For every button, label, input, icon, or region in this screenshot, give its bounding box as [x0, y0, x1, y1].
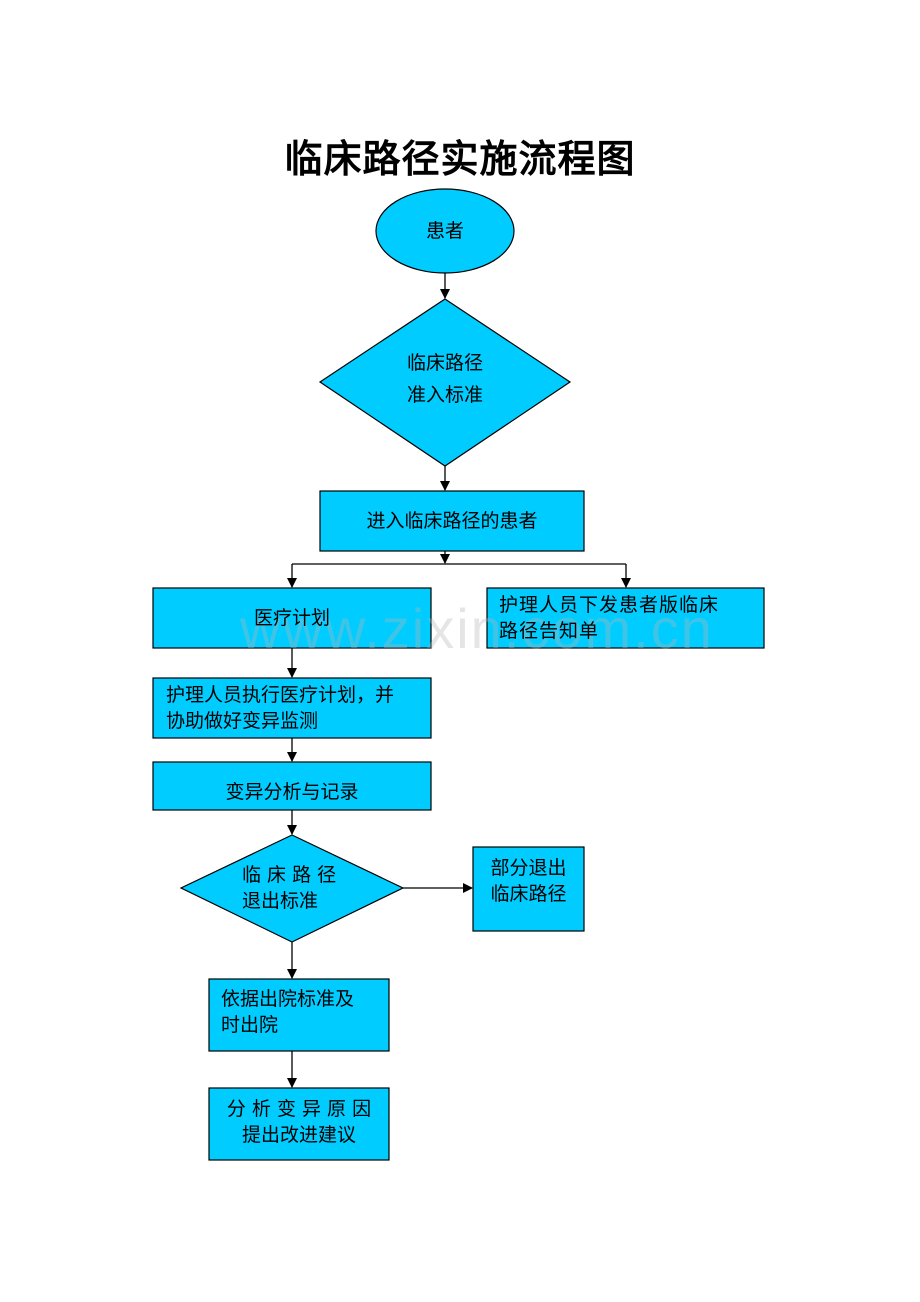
notice-line-2: 路径告知单: [499, 620, 600, 642]
execute-line-1: 护理人员执行医疗计划，并: [166, 684, 395, 706]
discharge-line-1: 依据出院标准及: [221, 988, 355, 1010]
entered-patients-node: [319, 490, 585, 552]
medical-plan-label: 医疗计划: [253, 607, 330, 629]
entry-criteria-line-2: 准入标准: [406, 384, 483, 406]
discharge-line-2: 时出院: [221, 1014, 279, 1036]
exit-criteria-line-1: 临 床 路 径: [242, 864, 337, 886]
variance-record-label: 变异分析与记录: [225, 781, 359, 803]
discharge-label: 依据出院标准及 时出院: [221, 986, 389, 1038]
analyze-line-2: 提出改进建议: [241, 1124, 356, 1146]
notice-line-1: 护理人员下发患者版临床: [499, 594, 720, 616]
page-title: 临床路径实施流程图: [284, 136, 636, 181]
entry-criteria-label: 临床路径 准入标准: [345, 347, 545, 411]
entry-criteria-line-1: 临床路径: [406, 352, 483, 374]
variance-record-node: [152, 761, 432, 811]
execute-label: 护理人员执行医疗计划，并 协助做好变异监测: [166, 682, 431, 734]
patient-label: 患者: [425, 220, 464, 242]
partial-exit-line-1: 部分退出: [490, 857, 567, 879]
exit-criteria-label: 临 床 路 径 退出标准: [242, 862, 372, 914]
notice-node: [486, 587, 765, 649]
medical-plan-node: [152, 587, 432, 649]
execute-line-2: 协助做好变异监测: [166, 710, 319, 732]
execute-node: [152, 677, 432, 739]
partial-exit-label: 部分退出 临床路径: [473, 855, 584, 907]
exit-criteria-line-2: 退出标准: [242, 890, 319, 912]
analyze-label: 分 析 变 异 原 因 提出改进建议: [209, 1096, 389, 1148]
partial-exit-line-2: 临床路径: [490, 883, 567, 905]
entered-patients-label: 进入临床路径的患者: [366, 510, 538, 532]
partial-exit-node: [472, 846, 585, 932]
analyze-line-1: 分 析 变 异 原 因: [226, 1098, 372, 1120]
discharge-node: [208, 978, 390, 1052]
notice-label: 护理人员下发患者版临床 路径告知单: [499, 592, 764, 644]
analyze-node: [208, 1087, 390, 1161]
